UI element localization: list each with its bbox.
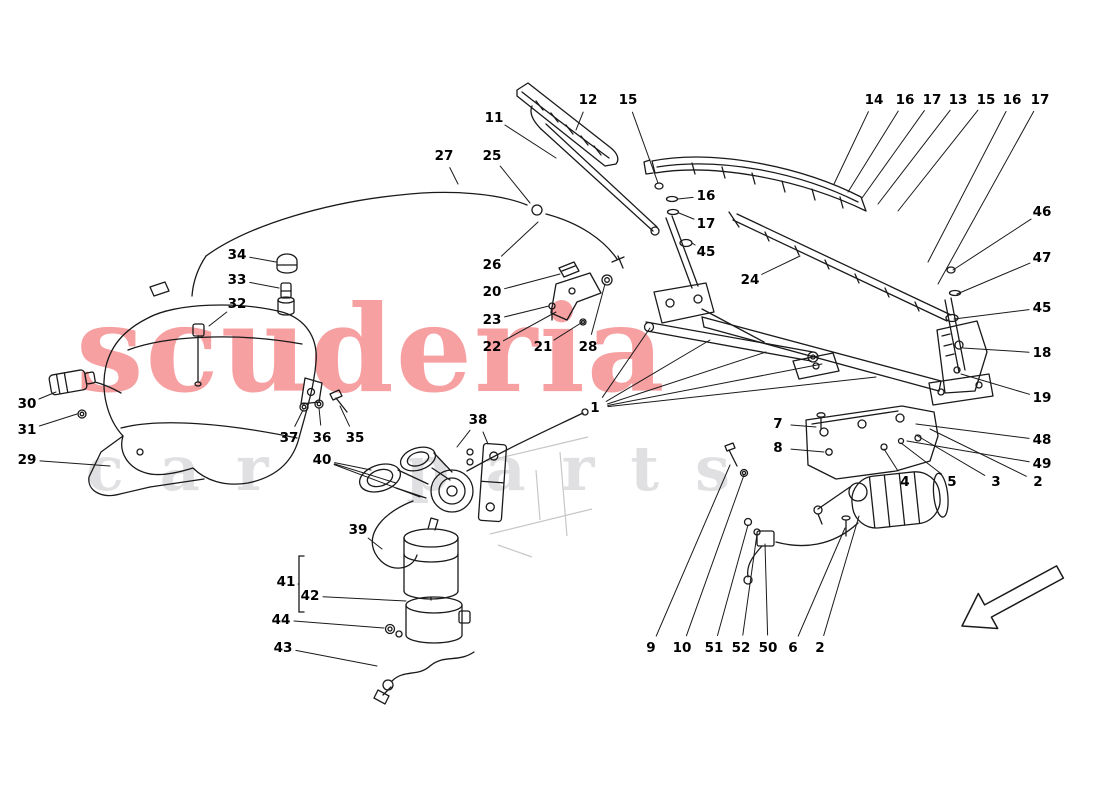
ground-wire <box>373 651 475 705</box>
leader-line-47 <box>956 262 1031 295</box>
leader-line-38 <box>482 431 489 445</box>
hose-connector <box>531 204 543 216</box>
leader-line-5 <box>900 442 943 475</box>
leader-line-16 <box>677 196 694 200</box>
leader-line-37 <box>294 409 304 427</box>
pivot-assembly-center <box>601 182 765 343</box>
leader-line-42 <box>322 596 407 602</box>
wiper-motor <box>724 442 949 537</box>
leader-line-46 <box>952 218 1032 271</box>
leader-line-20 <box>504 273 561 290</box>
washer-reservoir <box>88 281 323 497</box>
leader-line-13 <box>877 109 951 205</box>
leader-line-17 <box>678 212 695 220</box>
leader-line-14 <box>833 111 869 185</box>
leader-line-48 <box>915 423 1030 439</box>
leader-line-45 <box>953 309 1030 320</box>
wiper-arm-left <box>530 105 660 236</box>
leader-line-23 <box>504 305 550 318</box>
leader-line-1 <box>607 363 823 406</box>
leader-line-25 <box>499 165 531 204</box>
leader-line-1 <box>601 327 651 398</box>
leader-line-11 <box>504 124 557 159</box>
leader-line-39 <box>367 537 383 550</box>
leader-line-29 <box>39 460 111 467</box>
leader-line-22 <box>502 311 557 342</box>
washer-hose <box>191 191 625 297</box>
leader-line-3 <box>915 434 986 476</box>
pump-assembly <box>298 408 589 613</box>
linkage-rods <box>643 316 942 392</box>
leader-line-2 <box>929 428 1027 477</box>
leader-line-16 <box>847 110 899 193</box>
leader-line-34 <box>249 256 277 263</box>
leader-line-2 <box>823 515 860 636</box>
leader-line-26 <box>501 221 539 257</box>
leader-line-7 <box>790 424 817 428</box>
leader-line-27 <box>449 167 459 185</box>
reference-lines <box>486 436 593 558</box>
leader-line-28 <box>590 283 606 335</box>
leader-lines <box>38 109 1035 667</box>
leader-line-10 <box>685 474 745 637</box>
direction-arrow <box>961 565 1065 630</box>
leader-line-49 <box>906 440 1030 463</box>
leader-line-45 <box>691 242 696 246</box>
leader-line-44 <box>293 620 385 629</box>
leader-line-17 <box>861 110 925 199</box>
leader-line-8 <box>790 448 825 453</box>
leader-line-15 <box>897 109 979 212</box>
leader-line-24 <box>761 255 801 275</box>
leader-line-40 <box>333 464 421 498</box>
wiper-arm-right <box>728 211 952 322</box>
leader-line-9 <box>655 464 731 637</box>
tank-mounting-hardware <box>299 389 348 413</box>
leader-line-1 <box>606 351 767 405</box>
mounting-bracket-center <box>548 261 602 326</box>
leader-line-51 <box>717 524 749 636</box>
leader-line-19 <box>960 373 1030 395</box>
level-sensor <box>192 323 205 387</box>
leader-line-6 <box>797 527 846 637</box>
leader-line-40 <box>333 463 397 484</box>
leader-line-32 <box>208 311 228 327</box>
motor-wiring <box>743 517 859 585</box>
wiper-blade-right <box>643 156 867 212</box>
leader-line-33 <box>249 281 280 289</box>
leader-line-21 <box>553 322 582 341</box>
leader-line-30 <box>38 391 57 400</box>
pivot-assembly-right <box>928 266 994 406</box>
leader-line-36 <box>318 407 322 426</box>
leader-line-1 <box>607 376 877 408</box>
washer-pump-left <box>48 369 122 419</box>
leader-line-40 <box>334 462 372 471</box>
leader-line-38 <box>456 429 471 448</box>
leader-line-18 <box>962 347 1030 353</box>
leader-line-35 <box>339 405 350 427</box>
leader-line-16 <box>927 111 1007 263</box>
filler-cap <box>276 253 298 316</box>
leader-line-52 <box>742 533 758 636</box>
leader-line-1 <box>605 339 711 402</box>
wiper-blade-left <box>516 82 619 167</box>
leader-line-43 <box>295 649 378 667</box>
leader-line-50 <box>764 543 769 636</box>
leader-line-15 <box>631 111 659 184</box>
leader-line-12 <box>575 111 584 131</box>
leader-line-31 <box>38 413 78 427</box>
pump-filter <box>384 596 471 644</box>
leader-line-17 <box>937 110 1035 285</box>
leader-line-4 <box>883 448 899 472</box>
